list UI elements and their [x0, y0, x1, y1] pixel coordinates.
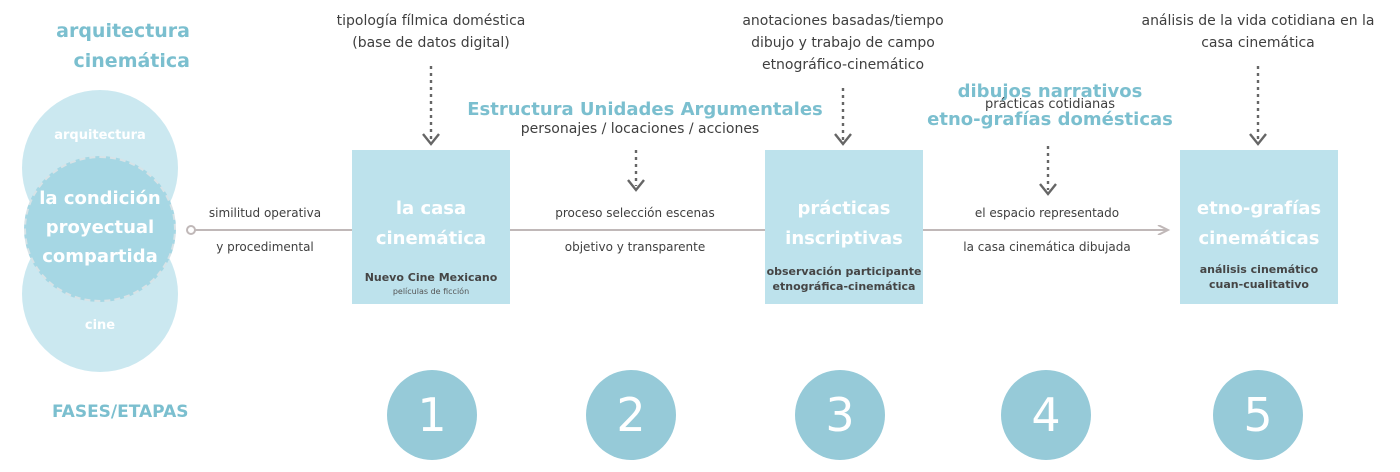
stage1-top-line: tipología fílmica doméstica: [336, 13, 526, 29]
stage3-top-line: anotaciones basadas/tiempo: [742, 13, 944, 29]
dotted-down-arrow-icon: [1249, 66, 1267, 146]
fases-label: FASES/ETAPAS: [52, 402, 189, 422]
diagram-title: arquitectura cinemática: [20, 16, 190, 76]
venn-label-cine: cine: [84, 318, 116, 333]
box-title: la casa cinemática: [352, 194, 510, 254]
box-subtitle-line: análisis cinemático: [1199, 263, 1319, 276]
dotted-down-arrow-icon: [627, 150, 645, 192]
connector-label-4b: la casa cinemática dibujada: [963, 240, 1131, 254]
narrative-header-line: dibujos narrativos: [957, 81, 1143, 102]
box-subtitle-line: etnográfica-cinemática: [772, 280, 916, 293]
phase-circle-4: 4: [1001, 370, 1091, 460]
narrative-header: dibujos narrativos etno-grafías doméstic…: [900, 80, 1200, 132]
venn-circle-condicion: [24, 156, 176, 302]
venn-center-line: la condición: [39, 188, 161, 209]
stage3-top-label: anotaciones basadas/tiempo dibujo y trab…: [700, 10, 986, 76]
arrowhead-right-icon: [1157, 225, 1171, 235]
narrative-header-line: etno-grafías domésticas: [927, 109, 1173, 130]
diagram-title-text: arquitectura cinemática: [56, 20, 190, 72]
stage1-top-label: tipología fílmica doméstica (base de dat…: [300, 10, 562, 54]
phase-circle-3: 3: [795, 370, 885, 460]
venn-label-condicion: la condición proyectual compartida: [24, 184, 176, 271]
box-title: prácticas inscriptivas: [765, 194, 923, 254]
structure-subheader: personajes / locaciones / acciones: [520, 121, 760, 137]
phase-circle-5: 5: [1213, 370, 1303, 460]
box-title-line: etno-grafías: [1196, 198, 1322, 219]
box-subtitle: observación participante etnográfica-cin…: [765, 264, 923, 294]
circle-start-icon: [186, 225, 196, 235]
dotted-down-arrow-icon: [1039, 146, 1057, 196]
timeline-line: [186, 225, 1171, 235]
stage-box-practicas-inscriptivas: prácticas inscriptivas observación parti…: [765, 150, 923, 304]
box-title: etno-grafías cinemáticas: [1180, 194, 1338, 254]
stage5-top-line: análisis de la vida cotidiana en la: [1141, 13, 1375, 29]
narrative-subheader: prácticas cotidianas: [984, 97, 1116, 112]
stage1-top-line: (base de datos digital): [352, 35, 510, 51]
box-subtitle: Nuevo Cine Mexicano: [364, 271, 498, 284]
box-title-line: cinemáticas: [1198, 228, 1320, 249]
venn-center-line: compartida: [42, 246, 158, 267]
box-subtitle-small: películas de ficción: [392, 287, 470, 296]
stage3-top-line: dibujo y trabajo de campo: [751, 35, 935, 51]
venn-label-arquitectura: arquitectura: [54, 128, 146, 143]
phase-circle-1: 1: [387, 370, 477, 460]
venn-center-line: proyectual: [45, 217, 155, 238]
phase-circle-2: 2: [586, 370, 676, 460]
box-title-line: la casa: [395, 198, 467, 219]
connector-label-4a: el espacio representado: [974, 206, 1120, 220]
connector-label-1a: similitud operativa: [208, 206, 322, 220]
box-subtitle-line: cuan-cualitativo: [1209, 278, 1309, 291]
stage5-top-label: análisis de la vida cotidiana en la casa…: [1120, 10, 1396, 54]
box-subtitle-line: observación participante: [766, 265, 922, 278]
structure-header: Estructura Unidades Argumentales: [467, 99, 823, 120]
dotted-down-arrow-icon: [422, 66, 440, 146]
box-title-line: inscriptivas: [785, 228, 903, 249]
box-title-line: cinemática: [375, 228, 487, 249]
stage-box-casa-cinematica: la casa cinemática Nuevo Cine Mexicano p…: [352, 150, 510, 304]
box-title-line: prácticas: [797, 198, 891, 219]
connector-label-2a: proceso selección escenas: [555, 206, 715, 220]
stage3-top-line: etnográfico-cinemático: [761, 57, 925, 73]
connector-label-1b: y procedimental: [216, 240, 314, 254]
dotted-down-arrow-icon: [834, 88, 852, 146]
stage-box-etno-grafias: etno-grafías cinemáticas análisis cinemá…: [1180, 150, 1338, 304]
stage5-top-line: casa cinemática: [1201, 35, 1315, 51]
connector-label-2b: objetivo y transparente: [564, 240, 706, 254]
box-subtitle: análisis cinemático cuan-cualitativo: [1180, 262, 1338, 292]
